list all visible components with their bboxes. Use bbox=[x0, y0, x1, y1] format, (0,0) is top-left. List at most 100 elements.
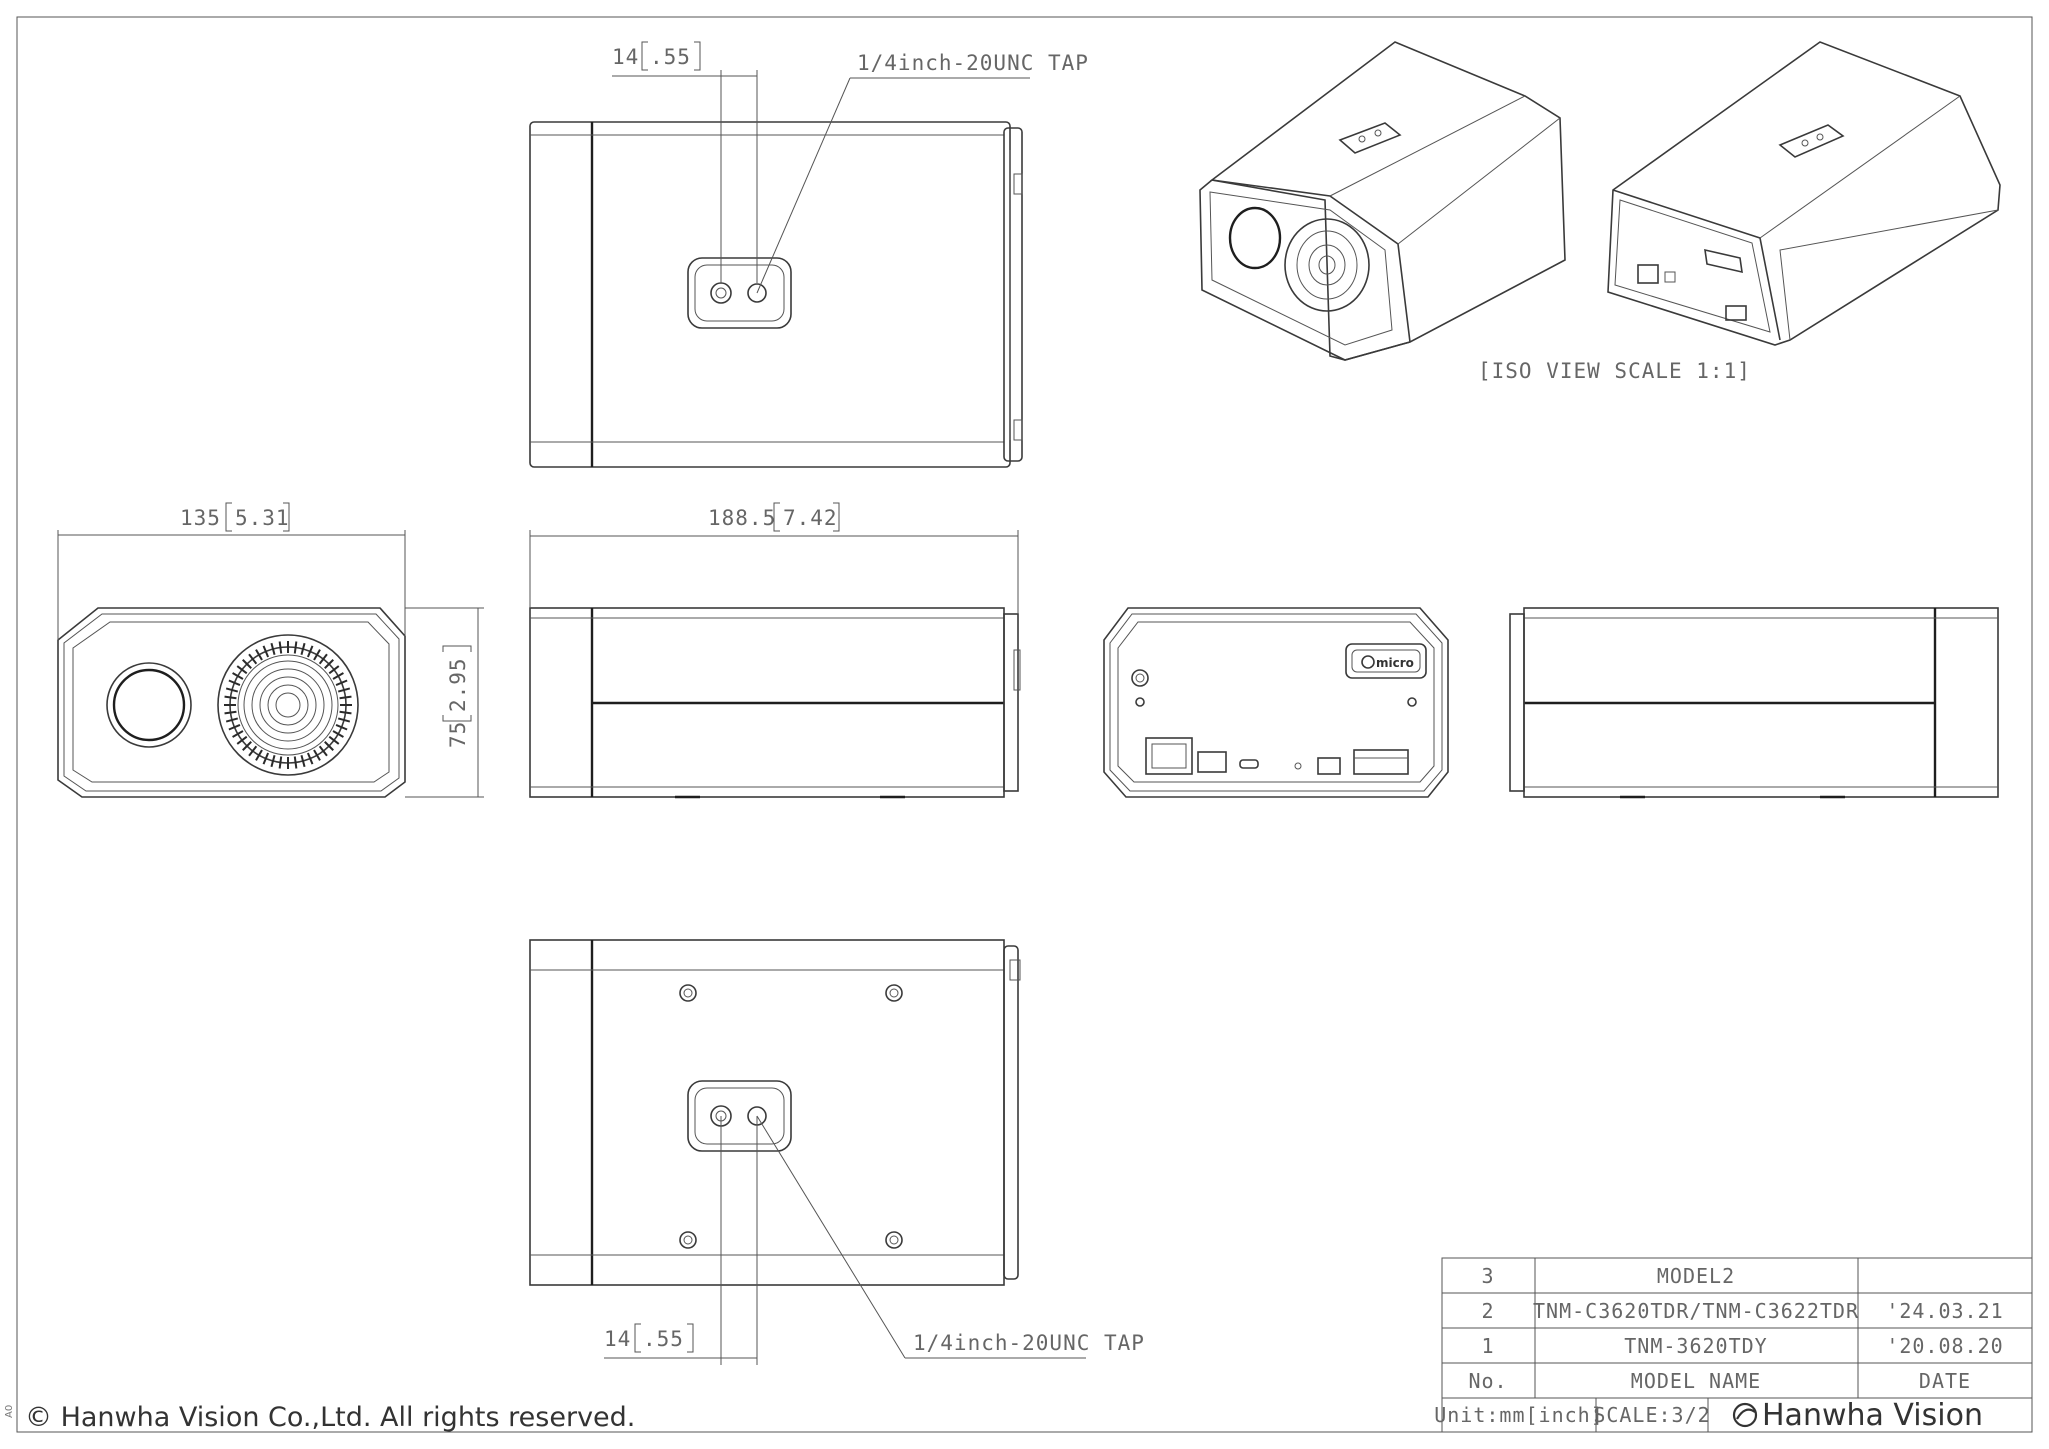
title-row-1-no: 1 bbox=[1481, 1334, 1494, 1358]
top-mount-plate bbox=[687, 257, 792, 329]
top-dim-hole-inch: .55 bbox=[650, 45, 691, 69]
bottom-dim-hole-value: 14 bbox=[604, 1327, 631, 1351]
lens-ring-tooth bbox=[306, 752, 314, 765]
bottom-tap-label: 1/4inch-20UNC TAP bbox=[913, 1331, 1145, 1355]
lens-ring-tooth bbox=[278, 756, 283, 769]
lens-ring-tooth bbox=[332, 672, 344, 680]
bottom-screws bbox=[679, 984, 903, 1249]
lens-ring-tooth bbox=[324, 659, 334, 669]
unit-label: Unit:mm[inch] bbox=[1434, 1403, 1604, 1427]
lens-ring-tooth bbox=[300, 642, 306, 656]
lens-ring-tooth bbox=[313, 649, 321, 661]
lens-ring-tooth bbox=[255, 749, 263, 761]
title-header-no: No. bbox=[1468, 1369, 1507, 1393]
sheet-border bbox=[16, 16, 2033, 1433]
front-sensor-window bbox=[106, 662, 192, 748]
title-block: 3 MODEL2 2 TNM-C3620TDR/TNM-C3622TDR '24… bbox=[1434, 1257, 2033, 1433]
title-header-date: DATE bbox=[1919, 1369, 1971, 1393]
lens-ring-tooth bbox=[337, 717, 351, 723]
top-tap-hole bbox=[747, 283, 767, 303]
lens-ring-tooth bbox=[262, 645, 270, 658]
lens-ring-tooth bbox=[236, 735, 248, 745]
copyright-notice: © Hanwha Vision Co.,Ltd. All rights rese… bbox=[25, 1402, 635, 1433]
iso-view-label: [ISO VIEW SCALE 1:1] bbox=[1478, 359, 1751, 383]
rear-ground-screw bbox=[1131, 669, 1149, 687]
microsd-logo: micro bbox=[1376, 656, 1414, 670]
side-length-value: 188.5 bbox=[708, 506, 776, 530]
top-tap-label: 1/4inch-20UNC TAP bbox=[857, 51, 1089, 75]
lens-ring-tooth bbox=[335, 723, 348, 731]
side-length-inch: 7.42 bbox=[783, 506, 838, 530]
title-row-2-no: 2 bbox=[1481, 1299, 1494, 1323]
title-row-1-date: '20.08.20 bbox=[1886, 1334, 2003, 1358]
lens-ring-tooth bbox=[242, 741, 252, 751]
lens-ring-tooth bbox=[248, 745, 258, 757]
iso-view-rear bbox=[1607, 41, 2001, 346]
lens-ring-tooth bbox=[225, 717, 239, 723]
sheet-size-label: A0 bbox=[4, 1405, 15, 1418]
title-header-model: MODEL NAME bbox=[1631, 1369, 1761, 1393]
lens-ring-tooth bbox=[328, 665, 340, 675]
lens-ring-tooth bbox=[339, 710, 352, 715]
io-terminal-block bbox=[1353, 749, 1409, 775]
lens-ring-tooth bbox=[293, 756, 298, 769]
lens-ring-tooth bbox=[324, 741, 334, 751]
title-row-3-no: 3 bbox=[1481, 1264, 1494, 1288]
lens-ring-tooth bbox=[248, 653, 258, 665]
lens-ring-tooth bbox=[306, 645, 314, 658]
lens-ring-tooth bbox=[332, 730, 344, 738]
rear-view: micro bbox=[1103, 607, 1449, 798]
title-row-2-model: TNM-C3620TDR/TNM-C3622TDR bbox=[1533, 1299, 1859, 1323]
bottom-view: 14 .55 1/4inch-20UNC TAP bbox=[529, 939, 1145, 1365]
lens-ring-tooth bbox=[318, 653, 328, 665]
other-side-view bbox=[1509, 607, 1999, 799]
bottom-dim-hole-inch: .55 bbox=[643, 1327, 684, 1351]
top-mount-hole bbox=[710, 282, 732, 304]
power-terminal bbox=[1197, 751, 1227, 773]
lens-ring-tooth bbox=[228, 679, 241, 687]
front-height-value: 75 bbox=[446, 721, 470, 748]
side-view: 188.5 7.42 bbox=[529, 502, 1021, 799]
lens-ring-tooth bbox=[339, 695, 352, 700]
lens-ring-tooth bbox=[232, 672, 244, 680]
iso-view-front bbox=[1199, 41, 1566, 361]
lens-ring-tooth bbox=[318, 745, 328, 757]
title-row-3-model: MODEL2 bbox=[1657, 1264, 1735, 1288]
lens-ring-tooth bbox=[224, 710, 237, 715]
microsd-slot-cover bbox=[1345, 643, 1427, 679]
lens-ring-tooth bbox=[300, 754, 306, 768]
lens-ring-tooth bbox=[224, 695, 237, 700]
lens-ring-tooth bbox=[232, 730, 244, 738]
scale-label: SCALE:3/2 bbox=[1593, 1403, 1710, 1427]
lens-ring-tooth bbox=[262, 752, 270, 765]
ethernet-port bbox=[1145, 737, 1193, 775]
lens-ring-tooth bbox=[242, 659, 252, 669]
lens-ring-tooth bbox=[337, 687, 351, 693]
audio-terminal bbox=[1317, 757, 1341, 775]
lens-ring-tooth bbox=[236, 665, 248, 675]
lens-ring-tooth bbox=[225, 687, 239, 693]
front-lens bbox=[217, 634, 359, 776]
lens-ring-tooth bbox=[255, 649, 263, 661]
title-row-1-model: TNM-3620TDY bbox=[1624, 1334, 1767, 1358]
reset-button bbox=[1294, 762, 1302, 770]
front-width-inch: 5.31 bbox=[235, 506, 290, 530]
lens-ring-tooth bbox=[335, 679, 348, 687]
lens-ring-tooth bbox=[328, 735, 340, 745]
lens-ring-tooth bbox=[228, 723, 241, 731]
lens-ring-tooth bbox=[293, 641, 298, 654]
title-row-2-date: '24.03.21 bbox=[1886, 1299, 2003, 1323]
front-view: 135 5.31 75 2.95 bbox=[57, 502, 484, 798]
lens-ring-tooth bbox=[270, 754, 276, 768]
micro-usb-port bbox=[1239, 759, 1259, 769]
lens-ring-tooth bbox=[313, 749, 321, 761]
front-height-inch: 2.95 bbox=[446, 657, 470, 712]
brand-name: Hanwha Vision bbox=[1762, 1398, 1983, 1433]
top-view: 14 .55 1/4inch-20UNC TAP bbox=[529, 41, 1089, 468]
iso-sensor-window bbox=[1228, 206, 1282, 270]
top-dim-hole-value: 14 bbox=[612, 45, 639, 69]
lens-ring-tooth bbox=[278, 641, 283, 654]
front-width-value: 135 bbox=[180, 506, 221, 530]
brand-logo-icon bbox=[1732, 1402, 1758, 1428]
